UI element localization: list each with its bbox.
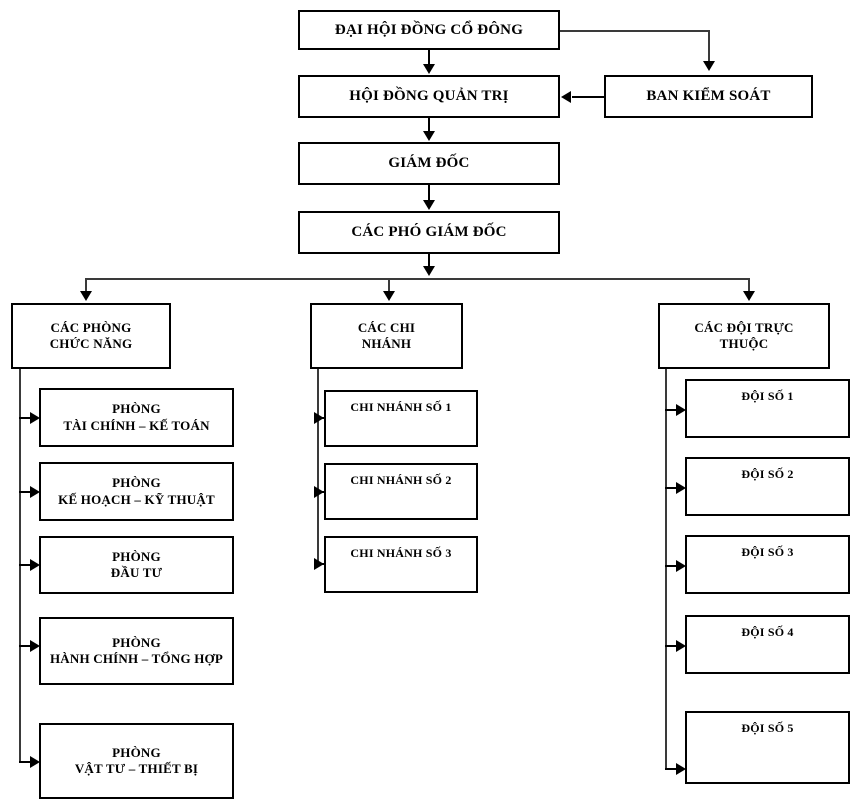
arrowhead-down: [423, 200, 435, 210]
node-label: GIÁM ĐỐC: [388, 155, 470, 172]
node-label-line2: ĐẦU TƯ: [110, 565, 163, 580]
connector-board-to-director: [428, 118, 430, 132]
arrowhead-right: [30, 559, 40, 571]
node-label: CHI NHÁNH SỐ 1: [350, 400, 452, 414]
arrowhead-down: [743, 291, 755, 301]
connector-branch-bus: [85, 278, 750, 280]
connector-functional-child-2: [19, 491, 33, 493]
node-label: ĐỘI SỐ 5: [741, 721, 794, 735]
node-label: ĐỘI SỐ 1: [741, 389, 794, 403]
node-shareholders-meeting[interactable]: ĐẠI HỘI ĐỒNG CỔ ĐÔNG: [298, 10, 560, 50]
connector-shareholders-to-supervisory-v: [708, 30, 710, 62]
node-branch-offices-header[interactable]: CÁC CHI NHÁNH: [310, 303, 463, 369]
arrowhead-left: [561, 91, 571, 103]
node-label-line2: THUỘC: [719, 336, 769, 351]
connector-teams-child-2: [665, 487, 679, 489]
node-label-line1: PHÒNG: [112, 401, 161, 417]
node-team-3[interactable]: ĐỘI SỐ 3: [685, 535, 850, 594]
connector-shareholders-to-board: [428, 50, 430, 66]
node-label: ĐỘI SỐ 3: [741, 545, 794, 559]
connector-functional-child-3: [19, 564, 33, 566]
node-label-line2: NHÁNH: [361, 336, 412, 351]
node-label-line2: CHỨC NĂNG: [49, 336, 133, 351]
connector-teams-child-4: [665, 645, 679, 647]
node-label: ĐỘI SỐ 2: [741, 467, 794, 481]
node-branch-office-1[interactable]: CHI NHÁNH SỐ 1: [324, 390, 478, 447]
node-department-planning-technical[interactable]: PHÒNG KẾ HOẠCH – KỸ THUẬT: [39, 462, 234, 521]
connector-deputy-to-bus: [428, 254, 430, 268]
node-branch-office-2[interactable]: CHI NHÁNH SỐ 2: [324, 463, 478, 520]
node-label-line2: TÀI CHÍNH – KẾ TOÁN: [63, 417, 210, 433]
arrowhead-right: [30, 486, 40, 498]
connector-teams-child-3: [665, 565, 679, 567]
arrowhead-right: [676, 404, 686, 416]
node-label-line1: CÁC ĐỘI TRỰC: [694, 319, 794, 335]
connector-branches-spine: [317, 369, 319, 564]
node-affiliated-teams-header[interactable]: CÁC ĐỘI TRỰC THUỘC: [658, 303, 830, 369]
connector-supervisory-to-board: [572, 96, 604, 98]
node-label: ĐỘI SỐ 4: [741, 625, 794, 639]
arrowhead-right: [676, 640, 686, 652]
node-label-line2: VẬT TƯ – THIẾT BỊ: [74, 761, 199, 776]
node-team-1[interactable]: ĐỘI SỐ 1: [685, 379, 850, 438]
node-functional-departments-header[interactable]: CÁC PHÒNG CHỨC NĂNG: [11, 303, 171, 369]
node-label-line1: CÁC PHÒNG: [50, 319, 132, 335]
arrowhead-down: [423, 64, 435, 74]
node-label: ĐẠI HỘI ĐỒNG CỔ ĐÔNG: [334, 21, 524, 38]
arrowhead-right: [676, 560, 686, 572]
node-team-5[interactable]: ĐỘI SỐ 5: [685, 711, 850, 784]
node-deputy-directors[interactable]: CÁC PHÓ GIÁM ĐỐC: [298, 211, 560, 254]
node-label-line1: CÁC CHI: [357, 319, 416, 335]
arrowhead-right: [314, 486, 324, 498]
node-label-line1: PHÒNG: [112, 475, 161, 491]
node-label: HỘI ĐỒNG QUẢN TRỊ: [349, 88, 509, 105]
node-label-line1: PHÒNG: [112, 744, 161, 760]
connector-shareholders-to-supervisory-h: [560, 30, 710, 32]
connector-teams-child-1: [665, 409, 679, 411]
node-board-of-directors[interactable]: HỘI ĐỒNG QUẢN TRỊ: [298, 75, 560, 118]
connector-bus-to-teams: [748, 278, 750, 292]
node-label: CHI NHÁNH SỐ 3: [350, 546, 452, 560]
arrowhead-right: [30, 640, 40, 652]
connector-functional-child-1: [19, 417, 33, 419]
connector-functional-child-5: [19, 761, 33, 763]
connector-teams-child-5: [665, 768, 679, 770]
arrowhead-right: [314, 412, 324, 424]
connector-functional-child-4: [19, 645, 33, 647]
connector-director-to-deputy: [428, 185, 430, 201]
node-label-line1: PHÒNG: [112, 548, 161, 564]
node-team-4[interactable]: ĐỘI SỐ 4: [685, 615, 850, 674]
arrowhead-right: [314, 558, 324, 570]
arrowhead-right: [676, 763, 686, 775]
arrowhead-down: [423, 266, 435, 276]
arrowhead-down: [80, 291, 92, 301]
node-label: CÁC PHÓ GIÁM ĐỐC: [351, 224, 507, 241]
node-label-line2: HÀNH CHÍNH – TỔNG HỢP: [50, 651, 223, 666]
node-label-line2: KẾ HOẠCH – KỸ THUẬT: [58, 491, 215, 507]
connector-teams-spine: [665, 369, 667, 769]
node-department-materials-equipment[interactable]: PHÒNG VẬT TƯ – THIẾT BỊ: [39, 723, 234, 799]
node-label: BAN KIỂM SOÁT: [646, 88, 771, 105]
arrowhead-right: [676, 482, 686, 494]
node-branch-office-3[interactable]: CHI NHÁNH SỐ 3: [324, 536, 478, 593]
arrowhead-down: [383, 291, 395, 301]
node-department-finance-accounting[interactable]: PHÒNG TÀI CHÍNH – KẾ TOÁN: [39, 388, 234, 447]
connector-bus-to-functional: [85, 278, 87, 292]
arrowhead-down: [423, 131, 435, 141]
node-department-admin-general[interactable]: PHÒNG HÀNH CHÍNH – TỔNG HỢP: [39, 617, 234, 685]
arrowhead-down: [703, 61, 715, 71]
node-department-investment[interactable]: PHÒNG ĐẦU TƯ: [39, 536, 234, 594]
node-director[interactable]: GIÁM ĐỐC: [298, 142, 560, 185]
node-label: CHI NHÁNH SỐ 2: [350, 473, 452, 487]
node-supervisory-board[interactable]: BAN KIỂM SOÁT: [604, 75, 813, 118]
arrowhead-right: [30, 756, 40, 768]
node-team-2[interactable]: ĐỘI SỐ 2: [685, 457, 850, 516]
arrowhead-right: [30, 412, 40, 424]
connector-bus-to-branches: [388, 278, 390, 292]
node-label-line1: PHÒNG: [112, 634, 161, 650]
